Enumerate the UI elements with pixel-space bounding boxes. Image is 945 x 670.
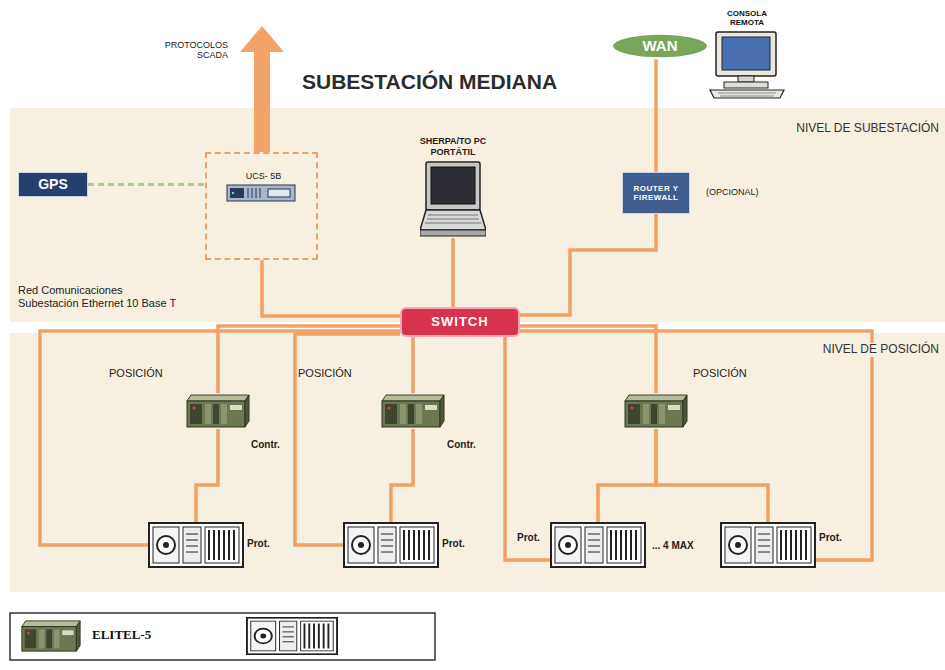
node-label: SHERPA/TO PC PORTÁTIL [416, 136, 490, 157]
router-box: ROUTER Y FIREWALL [622, 172, 690, 214]
ethernet-link [656, 429, 768, 522]
remote-console: CONSOLA REMOTA [708, 30, 786, 100]
substation-band-fill [10, 108, 945, 322]
device-icon [185, 393, 251, 429]
note-label: (OPCIONAL) [706, 187, 759, 197]
ethernet-link [40, 331, 400, 545]
node-label: NIVEL DE POSICIÓN [821, 343, 941, 357]
device-icon [343, 522, 439, 568]
device-icon [623, 393, 689, 429]
note-label: Red Comunicaciones Subestación Ethernet … [18, 284, 181, 309]
node-label: UCS- 5B [246, 171, 282, 181]
protection-node: Prot. [148, 522, 244, 568]
controller-node: POSICIÓNContr. [380, 393, 446, 429]
node-label: POSICIÓN [693, 367, 747, 380]
ethernet-link [654, 58, 658, 172]
device-icon [708, 30, 786, 100]
node-label: GPS [38, 176, 68, 192]
device-icon [420, 160, 486, 238]
controller-node: POSICIÓNContr. [185, 393, 251, 429]
ethernet-link [520, 214, 656, 315]
ethernet-link [520, 326, 656, 393]
legend-prot-sample [247, 618, 337, 654]
ucs-device: UCS- 5B [205, 152, 318, 260]
position-level-band: NIVEL DE POSICIÓNPOSICIÓNContr.POSICIÓNC… [10, 333, 945, 592]
node-label: Prot. [517, 532, 540, 544]
ethernet-link [505, 337, 550, 560]
node-label: Contr. [447, 439, 476, 451]
node-label: SWITCH [431, 315, 488, 330]
diagram-title: SUBESTACIÓN MEDIANA [302, 70, 557, 94]
note-label: ... 4 MAX [652, 540, 694, 552]
ucs-icon-holder [226, 184, 296, 202]
node-label: Contr. [251, 439, 280, 451]
ethernet-link [451, 238, 455, 307]
protection-node: Prot. [550, 522, 646, 568]
substation-level-band: NIVEL DE SUBESTACIÓN GPS UCS- 5B SHERPA/TO … [10, 108, 945, 322]
node-label: POSICIÓN [109, 367, 163, 380]
node-label: CONSOLA REMOTA [721, 9, 773, 27]
ethernet-link [218, 326, 400, 393]
node-label: ROUTER Y FIREWALL [630, 184, 682, 202]
ethernet-link [598, 429, 656, 522]
scada-arrow [240, 26, 284, 152]
node-label: WAN [643, 37, 678, 54]
switch-box: SWITCH [400, 307, 520, 337]
ethernet-link [196, 429, 218, 522]
protection-node: Prot. [343, 522, 439, 568]
legend-elitel-sample [22, 621, 80, 651]
node-label: Prot. [247, 538, 270, 550]
device-icon [720, 522, 816, 568]
ethernet-link [262, 260, 400, 316]
gps-box: GPS [18, 172, 88, 197]
protection-node: Prot. [720, 522, 816, 568]
device-icon [226, 184, 296, 202]
device-icon [380, 393, 446, 429]
node-label: NIVEL DE SUBESTACIÓN [796, 122, 939, 136]
node-label: POSICIÓN [298, 367, 352, 380]
controller-node: POSICIÓN [623, 393, 689, 429]
node-label: Prot. [819, 532, 842, 544]
ethernet-link [411, 337, 415, 393]
legend-frame [10, 613, 435, 660]
laptop-node: SHERPA/TO PC PORTÁTIL [420, 160, 486, 238]
legend-label: ELITEL-5 [92, 628, 151, 643]
ethernet-link [391, 429, 413, 522]
note-label: PROTOCOLOS SCADA [158, 40, 228, 61]
gps-sync-line [88, 183, 205, 186]
ethernet-link [295, 334, 400, 545]
position-band-fill [10, 333, 945, 592]
device-icon [148, 522, 244, 568]
wan-cloud: WAN [610, 32, 710, 60]
node-label: Prot. [442, 538, 465, 550]
device-icon [550, 522, 646, 568]
